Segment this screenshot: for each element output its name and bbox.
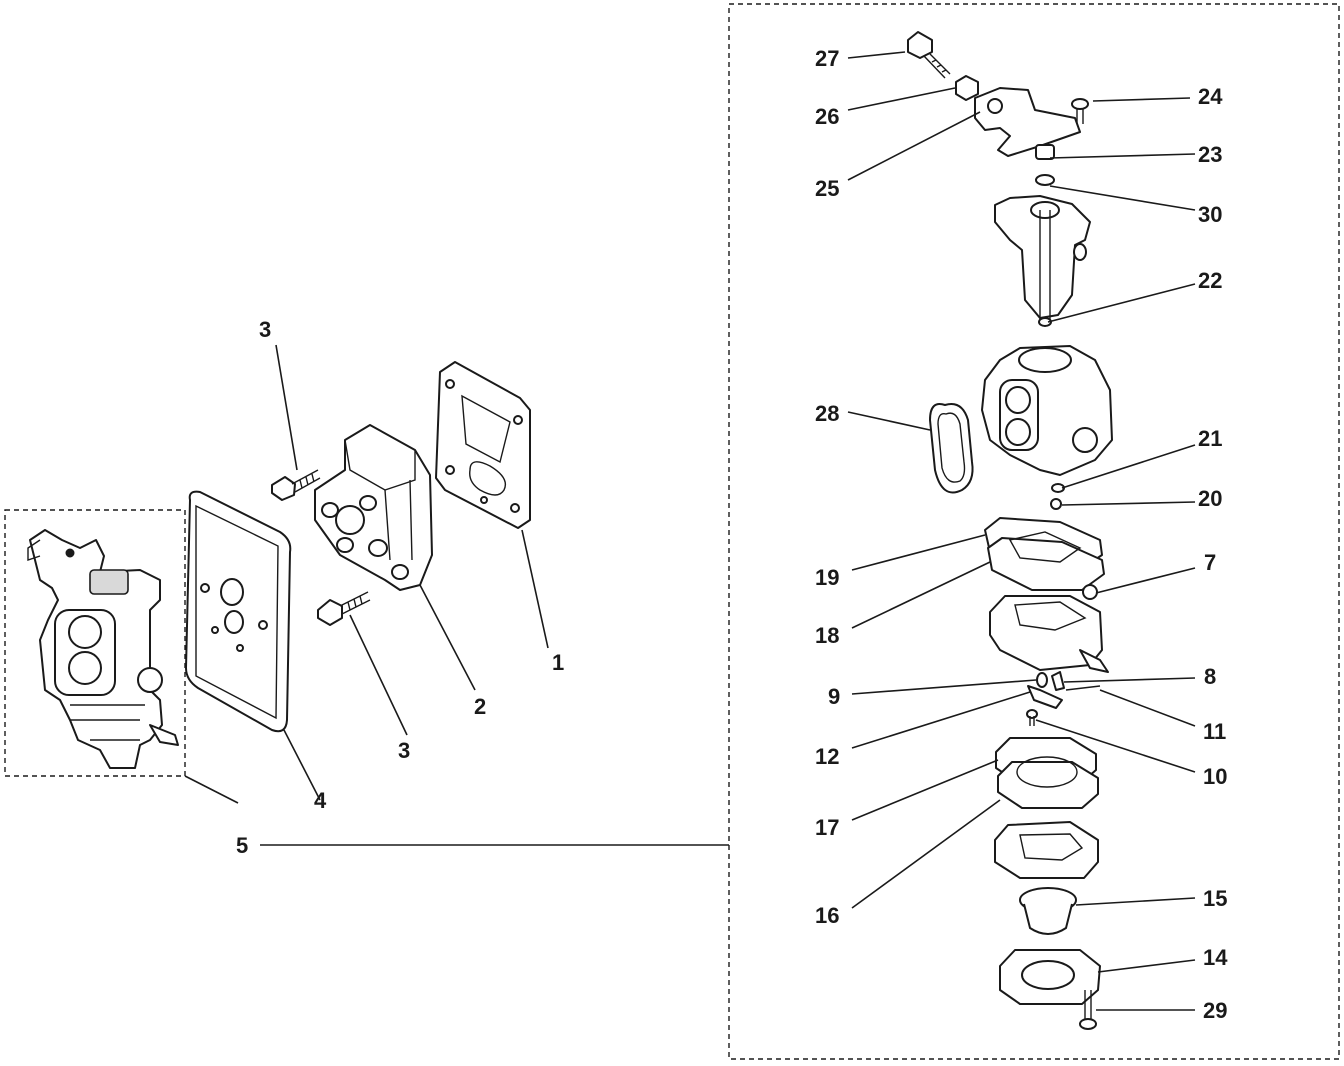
callout-4: 4 [314,788,327,813]
leader-lines [184,51,1196,1011]
adjuster-screw-27-part [907,31,951,79]
callout-10: 10 [1203,764,1227,789]
callout-24: 24 [1198,84,1223,109]
screw-23-part [1035,144,1055,160]
screw-10-part [1026,709,1038,726]
callout-21: 21 [1198,426,1222,451]
callout-30: 30 [1198,202,1222,227]
metering-body-part [989,595,1109,673]
screw-24-part [1071,98,1089,124]
left-assembly-box [4,509,186,777]
cover-14-part [999,949,1101,1005]
washer-30-part [1035,174,1055,186]
lever-9-part [1036,672,1048,688]
diaphragm-16-part [997,761,1099,809]
pin-11-part [1065,685,1101,691]
callout-22: 22 [1198,268,1222,293]
callout-15: 15 [1203,886,1227,911]
callout-26: 26 [815,104,839,129]
screw-3-upper-part [271,469,321,501]
primer-bulb-15-part [1019,887,1077,935]
lever-12-part [1027,685,1063,709]
throttle-shaft-housing-part [994,195,1091,320]
callout-28: 28 [815,401,839,426]
bracket-25-part [974,87,1081,157]
callout-29: 29 [1203,998,1227,1023]
callout-17: 17 [815,815,839,840]
callout-9: 9 [828,684,840,709]
callout-8: 8 [1204,664,1216,689]
needle-8-part [1051,671,1065,691]
plug-7-part [1082,584,1098,600]
carburetor-assembly-part [27,529,179,769]
callout-11: 11 [1203,719,1226,744]
callout-5: 5 [236,833,248,858]
callout-3-upper: 3 [259,317,271,342]
o-ring-28-part [929,403,974,494]
callout-16: 16 [815,903,839,928]
gasket-1-part [435,361,531,529]
screw-29-part [1079,990,1097,1030]
nut-26-part [955,75,979,101]
callout-25: 25 [815,176,839,201]
callout-1: 1 [552,650,564,675]
exploded-view-box [728,3,1340,1060]
callout-3-lower: 3 [398,738,410,763]
callout-18: 18 [815,623,839,648]
callout-7: 7 [1204,550,1216,575]
callout-2: 2 [474,694,486,719]
screw-3-lower-part [317,591,371,626]
needle-20-part [1050,498,1062,510]
callout-19: 19 [815,565,839,590]
callout-23: 23 [1198,142,1222,167]
callout-12: 12 [815,744,839,769]
pump-cover-part [994,821,1099,879]
callout-27: 27 [815,46,839,71]
gasket-4-part [185,490,292,733]
callout-20: 20 [1198,486,1222,511]
insulator-block-2-part [314,424,433,591]
carburetor-body-part [981,345,1113,476]
callout-14: 14 [1203,945,1228,970]
